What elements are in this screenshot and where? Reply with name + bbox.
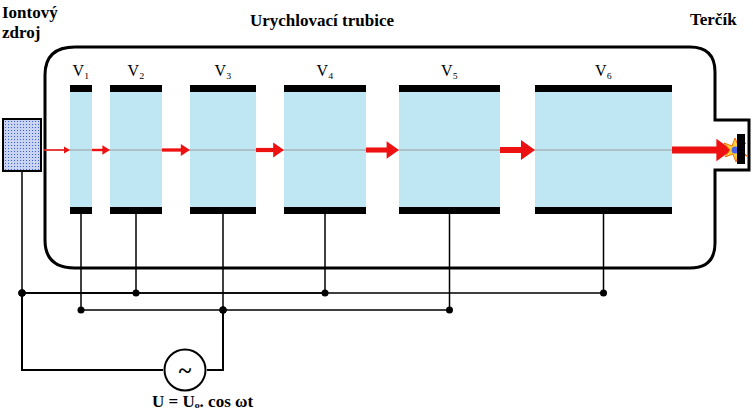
beam-arrowhead: [521, 140, 535, 160]
beam-arrowhead: [181, 144, 190, 156]
ac-generator: ~ U = Uₒ. cos ωt: [150, 346, 300, 414]
electrode-label: V₄: [284, 62, 366, 80]
electrode-label: V₁: [70, 62, 92, 80]
junction-dot: [600, 290, 607, 297]
wire: [22, 214, 163, 370]
drift-shape: [190, 85, 256, 214]
electrode-label: V₂: [110, 62, 162, 80]
beam-segment: [500, 147, 522, 153]
junction-dot: [220, 307, 227, 314]
source-shape: [2, 118, 42, 172]
wire: [22, 214, 604, 370]
junction-dot: [133, 290, 140, 297]
electrode-label: V₆: [535, 62, 672, 80]
beam-segment: [256, 148, 274, 152]
wire: [22, 172, 163, 370]
beam-segment: [366, 147, 388, 152]
junction-dot: [19, 290, 26, 297]
beam-segment: [162, 148, 182, 151]
accelerator-tube-outline: [45, 47, 749, 268]
drift-tube: V₆: [535, 60, 672, 215]
drift-shape: [284, 85, 366, 214]
drift-tube: V₃: [190, 60, 256, 215]
junction-dot: [78, 307, 85, 314]
junction-dot: [220, 307, 227, 314]
junction-dot: [322, 290, 329, 297]
circle-shape: ~: [163, 348, 207, 392]
part-label: Terčík: [690, 10, 752, 30]
drift-shape: [535, 85, 672, 214]
junction-dot: [220, 307, 227, 314]
beam-arrowhead: [273, 143, 284, 158]
voltage-formula: U = Uₒ. cos ωt: [152, 392, 298, 412]
wire: [207, 214, 450, 370]
beam-segment: [92, 149, 103, 151]
drift-shape: [110, 85, 162, 214]
beam-segment: [44, 149, 65, 151]
accelerator-tube: Urychlovací trubiceV₁ V₂ V₃ V₄ V₅ V₆: [42, 10, 718, 270]
plate-shape: [737, 134, 745, 164]
junction-dot: [446, 307, 453, 314]
drift-tube: V₁: [70, 60, 92, 215]
drift-tube: V₂: [110, 60, 162, 215]
junction-dot: [19, 290, 26, 297]
wire: [81, 214, 223, 370]
electrode-label: V₅: [399, 62, 500, 80]
beam-arrowhead: [102, 145, 110, 155]
junction-dot: [19, 290, 26, 297]
drift-shape: [70, 85, 92, 214]
drift-tube: V₄: [284, 60, 366, 215]
target: Terčík: [688, 8, 752, 166]
drift-shape: [399, 85, 500, 214]
part-label: Iontový zdroj: [2, 3, 96, 42]
beam-arrowhead: [387, 141, 399, 158]
generator-outline: [165, 350, 206, 391]
junction-dot: [19, 290, 26, 297]
wire: [22, 214, 325, 370]
part-label: Urychlovací trubice: [250, 11, 440, 31]
wire: [207, 214, 223, 370]
beam-segment: [672, 147, 717, 154]
electrode-label: V₃: [190, 62, 256, 80]
ion-beam: [44, 139, 732, 162]
ac-symbol: ~: [179, 358, 191, 382]
drift-tube: V₅: [399, 60, 500, 215]
